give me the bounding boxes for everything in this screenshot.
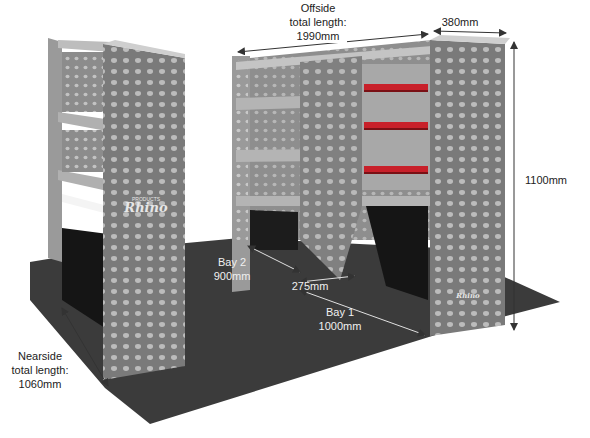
drawer-unit	[362, 64, 430, 190]
back-panel-holes	[62, 130, 108, 172]
brand-logo: Rhino	[456, 292, 479, 301]
panel-edge	[430, 35, 510, 44]
dimension-label: Nearside total length: 1060mm	[11, 350, 69, 391]
dimension-label: 1100mm	[525, 174, 567, 188]
dimension-label: 380mm	[442, 16, 479, 30]
panel-edge	[103, 40, 185, 58]
divider-holes	[300, 56, 362, 280]
drawer-shadow	[364, 128, 428, 130]
dimension-line	[62, 308, 108, 386]
back-panel	[62, 52, 108, 112]
shelf	[62, 194, 108, 214]
drawer-shadow	[364, 172, 428, 174]
back-panel-holes	[62, 52, 108, 112]
brand-logo: Rhino	[124, 200, 167, 216]
dimension-label: Offside total length: 1990mm	[289, 2, 347, 43]
end-panel-holes	[103, 44, 185, 380]
drawer-shadow	[364, 90, 428, 92]
end-panel	[103, 44, 185, 380]
end-panel	[48, 38, 62, 262]
drawer-handle	[364, 166, 428, 172]
dimension-line	[300, 290, 425, 335]
back-panel	[62, 130, 108, 172]
drawer-handle	[364, 122, 428, 128]
end-panel	[430, 40, 505, 336]
cabinet	[250, 210, 298, 250]
drawer-handle	[364, 84, 428, 90]
dimension-label: Bay 2 900mm	[213, 256, 250, 284]
dimension-line	[434, 31, 506, 33]
dimension-line	[248, 246, 300, 272]
end-panel-holes	[430, 40, 505, 336]
dimension-label: Bay 1 1000mm	[318, 306, 362, 334]
divider-panel	[300, 56, 362, 280]
dimension-label: 275mm	[292, 280, 329, 294]
cabinet	[366, 206, 428, 300]
dimension-line	[514, 42, 515, 330]
cabinet	[62, 228, 108, 330]
